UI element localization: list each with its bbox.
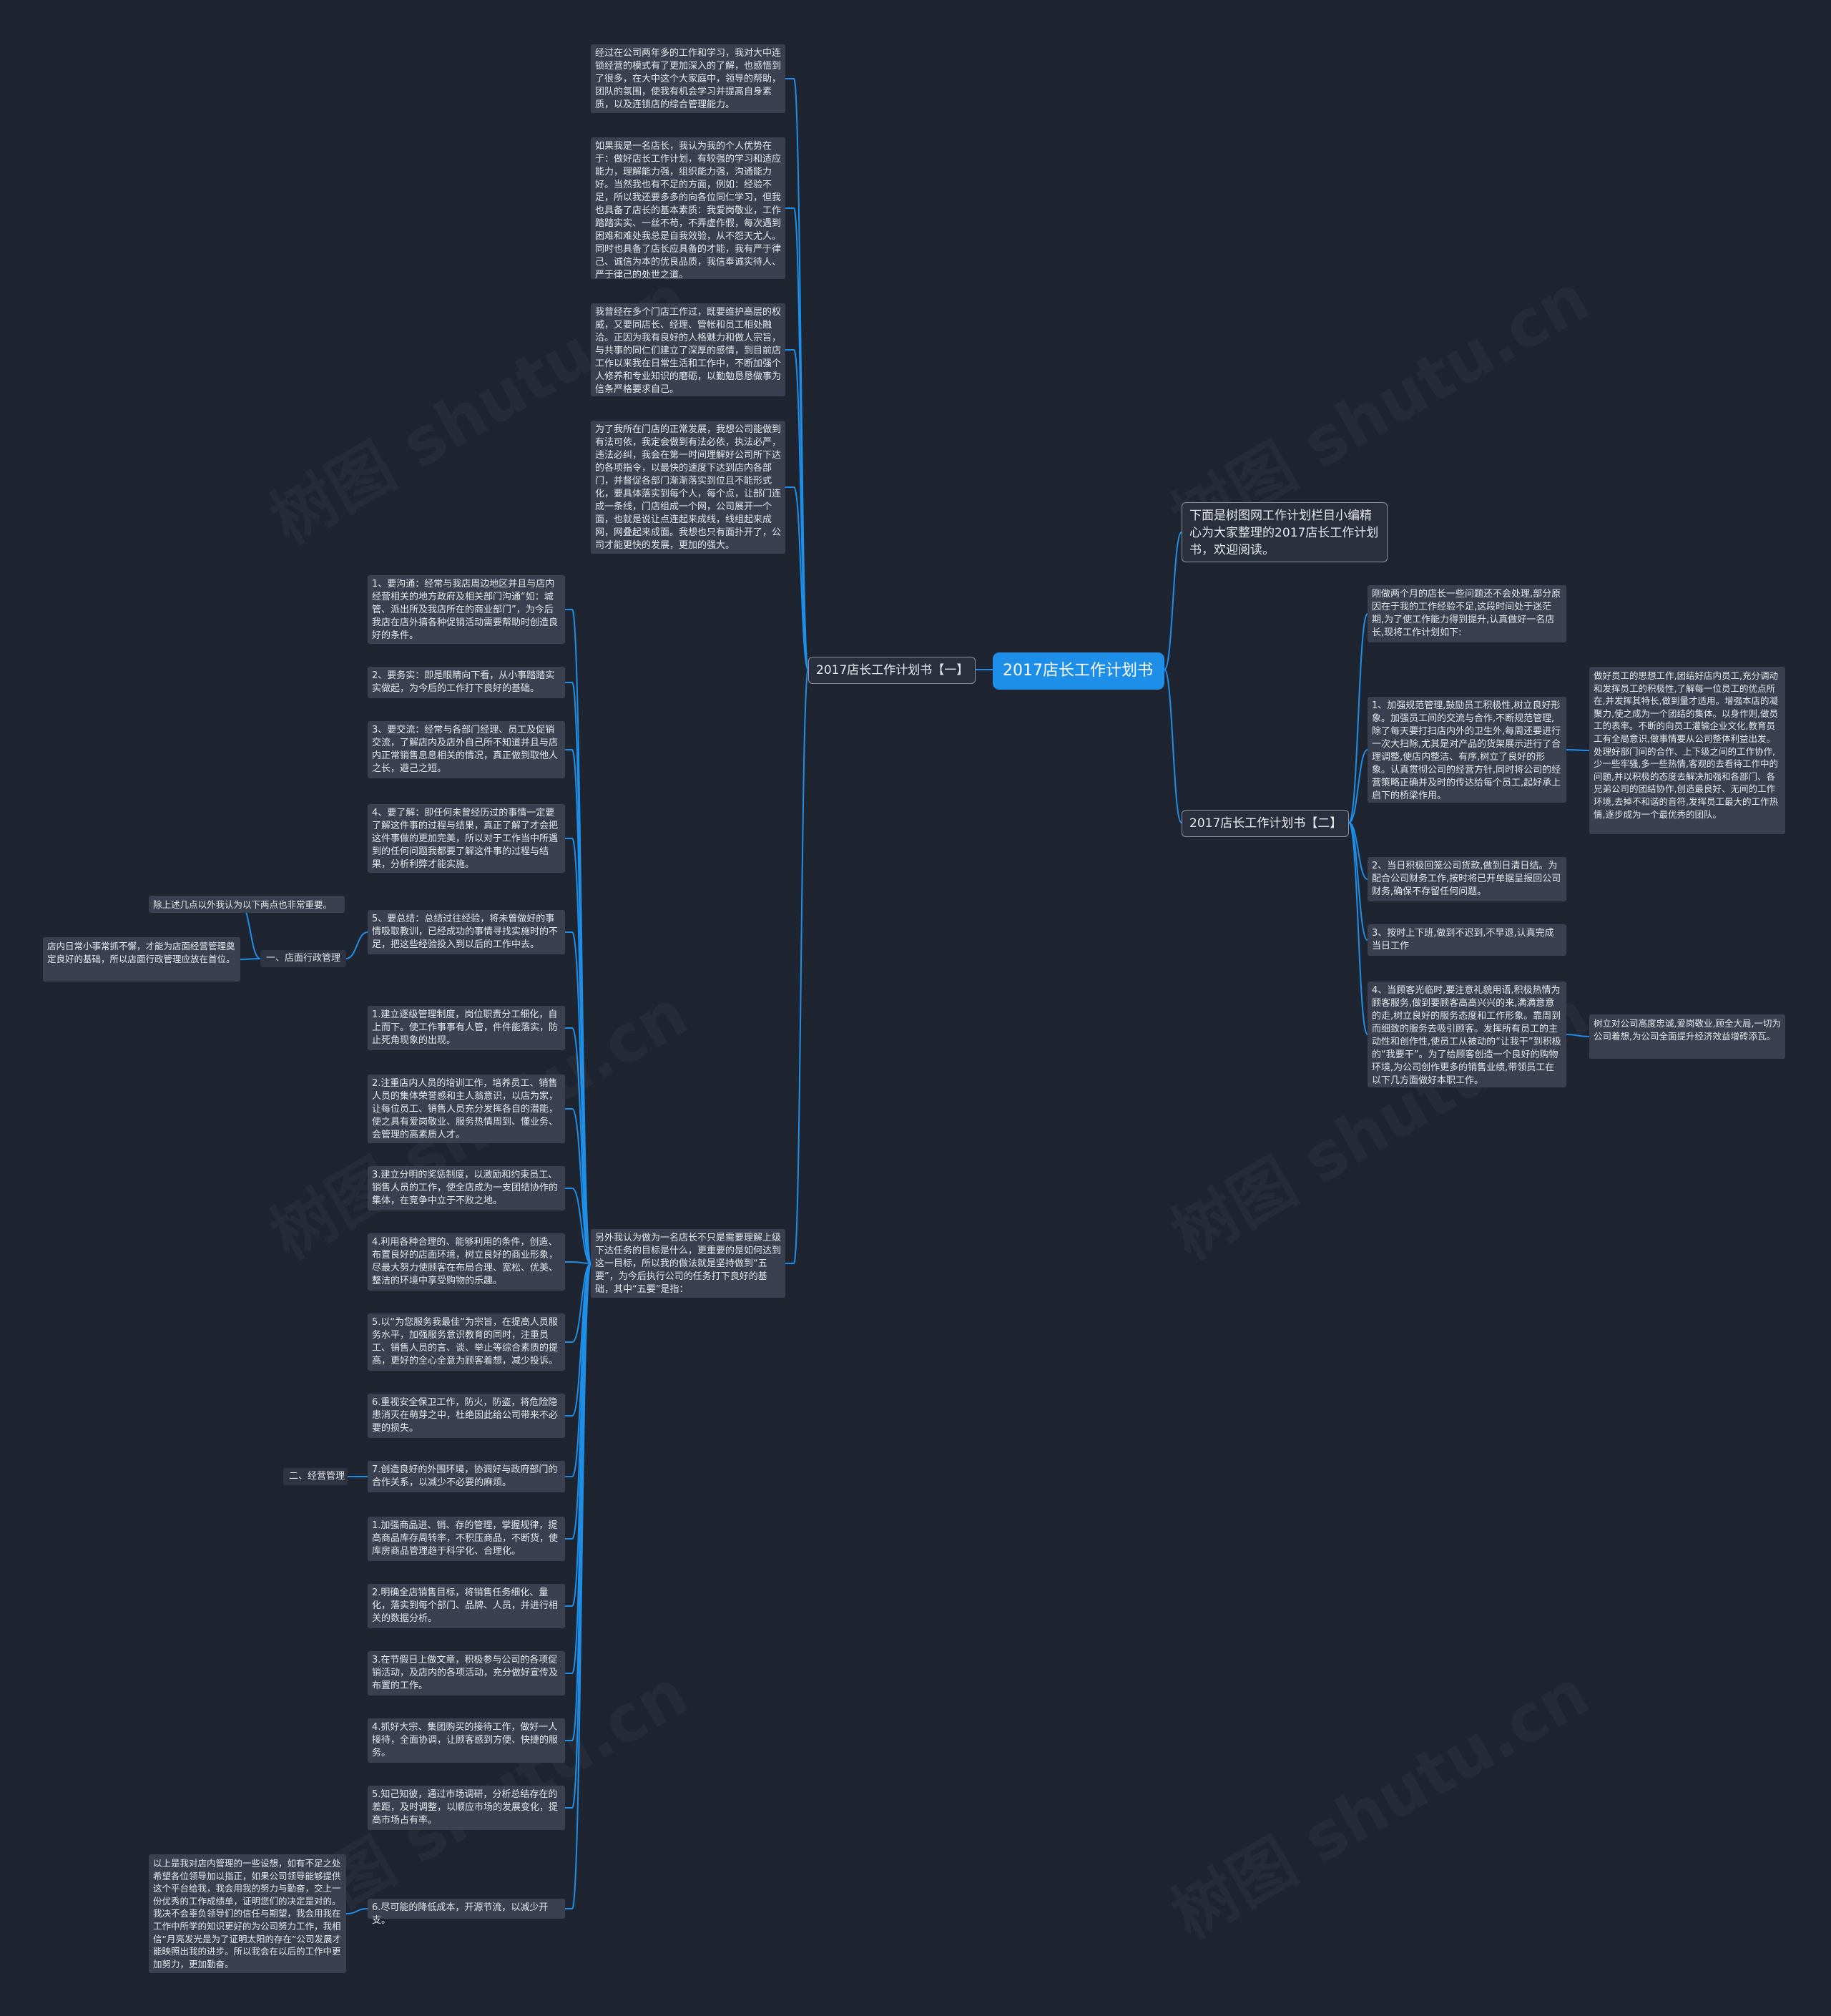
admin-item[interactable]: 6.重视安全保卫工作，防火，防盗，将危险隐患消灭在萌芽之中，杜绝因此给公司带来不…: [368, 1394, 565, 1438]
paragraph-node[interactable]: 我曾经在多个门店工作过，既要维护高层的权威，又要同店长、经理、管帐和员工相处融洽…: [591, 303, 785, 396]
admin-note-left[interactable]: 店内日常小事常抓不懈，才能为店面经营管理奠定良好的基础，所以店面行政管理应放在首…: [43, 937, 240, 982]
connector-line: [793, 669, 809, 1264]
admin-item[interactable]: 3.建立分明的奖惩制度，以激励和约束员工、销售人员的工作，使全店成为一支团结协作…: [368, 1166, 565, 1210]
connector-line: [1348, 822, 1368, 1035]
branch-two-item[interactable]: 4、当顾客光临时,要注意礼貌用语,积极热情为顾客服务,做到要顾客高高兴兴的来,满…: [1368, 982, 1566, 1087]
ops-item[interactable]: 4.抓好大宗、集团购买的接待工作，做好一人接待，全面协调，让顾客感到方便、快捷的…: [368, 1718, 565, 1763]
connector-line: [793, 486, 809, 670]
ops-item[interactable]: 2.明确全店销售目标，将销售任务细化、量化，落实到每个部门、品牌、人员，并进行相…: [368, 1584, 565, 1628]
connector-line: [1348, 822, 1368, 941]
connector-line: [571, 1027, 591, 1264]
connector-line: [345, 931, 368, 959]
admin-item[interactable]: 2.注重店内人员的培训工作，培养员工、销售人员的集体荣誉感和主人翁意识，以店为家…: [368, 1075, 565, 1143]
branch-two-item[interactable]: 1、加强规范管理,鼓励员工积极性,树立良好形象。加强员工间的交流与合作,不断规范…: [1368, 697, 1566, 803]
admin-item[interactable]: 4.利用各种合理的、能够利用的条件，创造、布置良好的店面环境，树立良好的商业形象…: [368, 1233, 565, 1291]
ops-item[interactable]: 6.尽可能的降低成本，开源节流，以减少开支。: [368, 1899, 565, 1926]
conclusion-node[interactable]: 以上是我对店内管理的一些设想，如有不足之处希望各位领导加以指正，如果公司领导能够…: [149, 1854, 346, 1973]
intro-node[interactable]: 下面是树图网工作计划栏目小编精心为大家整理的2017店长工作计划书，欢迎阅读。: [1182, 502, 1388, 562]
five-musts-item[interactable]: 4、要了解：即任何未曾经历过的事情一定要了解这件事的过程与结果，真正了解了才会把…: [368, 804, 565, 873]
branch-two[interactable]: 2017店长工作计划书【二】: [1182, 810, 1349, 837]
branch-two-item[interactable]: 3、按时上下班,做到不迟到,不早退,认真完成当日工作: [1368, 924, 1566, 956]
branch-two-item[interactable]: 刚做两个月的店长一些问题还不会处理,部分原因在于我的工作经验不足,这段时间处于迷…: [1368, 585, 1566, 642]
paragraph-node-five-musts[interactable]: 另外我认为做为一名店长不只是需要理解上级下达任务的目标是什么，更重要的是如何达到…: [591, 1229, 785, 1298]
root-node[interactable]: 2017店长工作计划书: [993, 652, 1164, 690]
connector-line: [571, 1263, 591, 1343]
connector-line: [571, 1261, 591, 1264]
connector-line: [1348, 749, 1368, 823]
ops-item[interactable]: 5.知己知彼，通过市场调研，分析总结存在的差距，及时调整，以顺应市场的发展变化，…: [368, 1786, 565, 1830]
branch-one[interactable]: 2017店长工作计划书【一】: [808, 657, 976, 684]
five-musts-item[interactable]: 2、要务实：即是眼睛向下看，从小事踏踏实实做起，为今后的工作打下良好的基础。: [368, 667, 565, 698]
connector-line: [571, 1263, 591, 1909]
five-musts-item[interactable]: 3、要交流：经常与各部门经理、员工及促销交流，了解店内及店外自己所不知道并且与店…: [368, 721, 565, 778]
connector-line: [1348, 822, 1368, 880]
ops-item[interactable]: 3.在节假日上做文章，积极参与公司的各项促销活动，及店内的各项活动，充分做好宣传…: [368, 1651, 565, 1696]
five-musts-item[interactable]: 5、要总结：总结过往经验，将未曾做好的事情吸取教训，已经成功的事情寻找实施时的不…: [368, 910, 565, 954]
connector-line: [1164, 669, 1182, 823]
connector-line: [345, 1908, 368, 1914]
branch-two-subitem[interactable]: 树立对公司高度忠诚,爱岗敬业,顾全大局,一切为公司着想,为公司全面提升经济效益增…: [1589, 1014, 1785, 1059]
connector-line: [1164, 532, 1182, 670]
five-musts-item[interactable]: 1、要沟通：经常与我店周边地区并且与店内经营相关的地方政府及相关部门沟通“如：城…: [368, 575, 565, 644]
paragraph-node[interactable]: 如果我是一名店长，我认为我的个人优势在于：做好店长工作计划，有较强的学习和适应能…: [591, 137, 785, 280]
branch-two-item[interactable]: 2、当日积极回笼公司货款,做到日清日结。为配合公司财务工作,按时将已开单据呈报回…: [1368, 857, 1566, 901]
admin-note-top[interactable]: 除上述几点以外我认为以下两点也非常重要。: [149, 896, 345, 913]
connector-line: [793, 207, 809, 670]
paragraph-node[interactable]: 为了我所在门店的正常发展，我想公司能做到有法可依，我定会做到有法必依，执法必严，…: [591, 421, 785, 554]
paragraph-node[interactable]: 经过在公司两年多的工作和学习，我对大中连锁经营的模式有了更加深入的了解，也感悟到…: [591, 44, 785, 113]
admin-item[interactable]: 5.以“为您服务我最佳”为宗旨，在提高人员服务水平，加强服务意识教育的同时，注重…: [368, 1313, 565, 1371]
admin-item[interactable]: 1.建立逐级管理制度，岗位职责分工细化，自上而下。使工作事事有人管，件件能落实，…: [368, 1006, 565, 1050]
connector-line: [1566, 1034, 1590, 1037]
branch-two-subitem[interactable]: 做好员工的思想工作,团结好店内员工,充分调动和发挥员工的积极性,了解每一位员工的…: [1589, 667, 1785, 834]
ops-item[interactable]: 1.加强商品进、销、存的管理，掌握规律，提高商品库存周转率，不积压商品，不断货，…: [368, 1517, 565, 1561]
admin-item[interactable]: 7.创造良好的外围环境，协调好与政府部门的合作关系，以减少不必要的麻烦。: [368, 1461, 565, 1492]
ops-management-label[interactable]: 二、经营管理: [283, 1468, 348, 1485]
connector-line: [571, 1188, 591, 1264]
connector-line: [1348, 613, 1368, 823]
connector-line: [571, 1108, 591, 1264]
admin-management-label[interactable]: 一、店面行政管理: [260, 950, 346, 967]
